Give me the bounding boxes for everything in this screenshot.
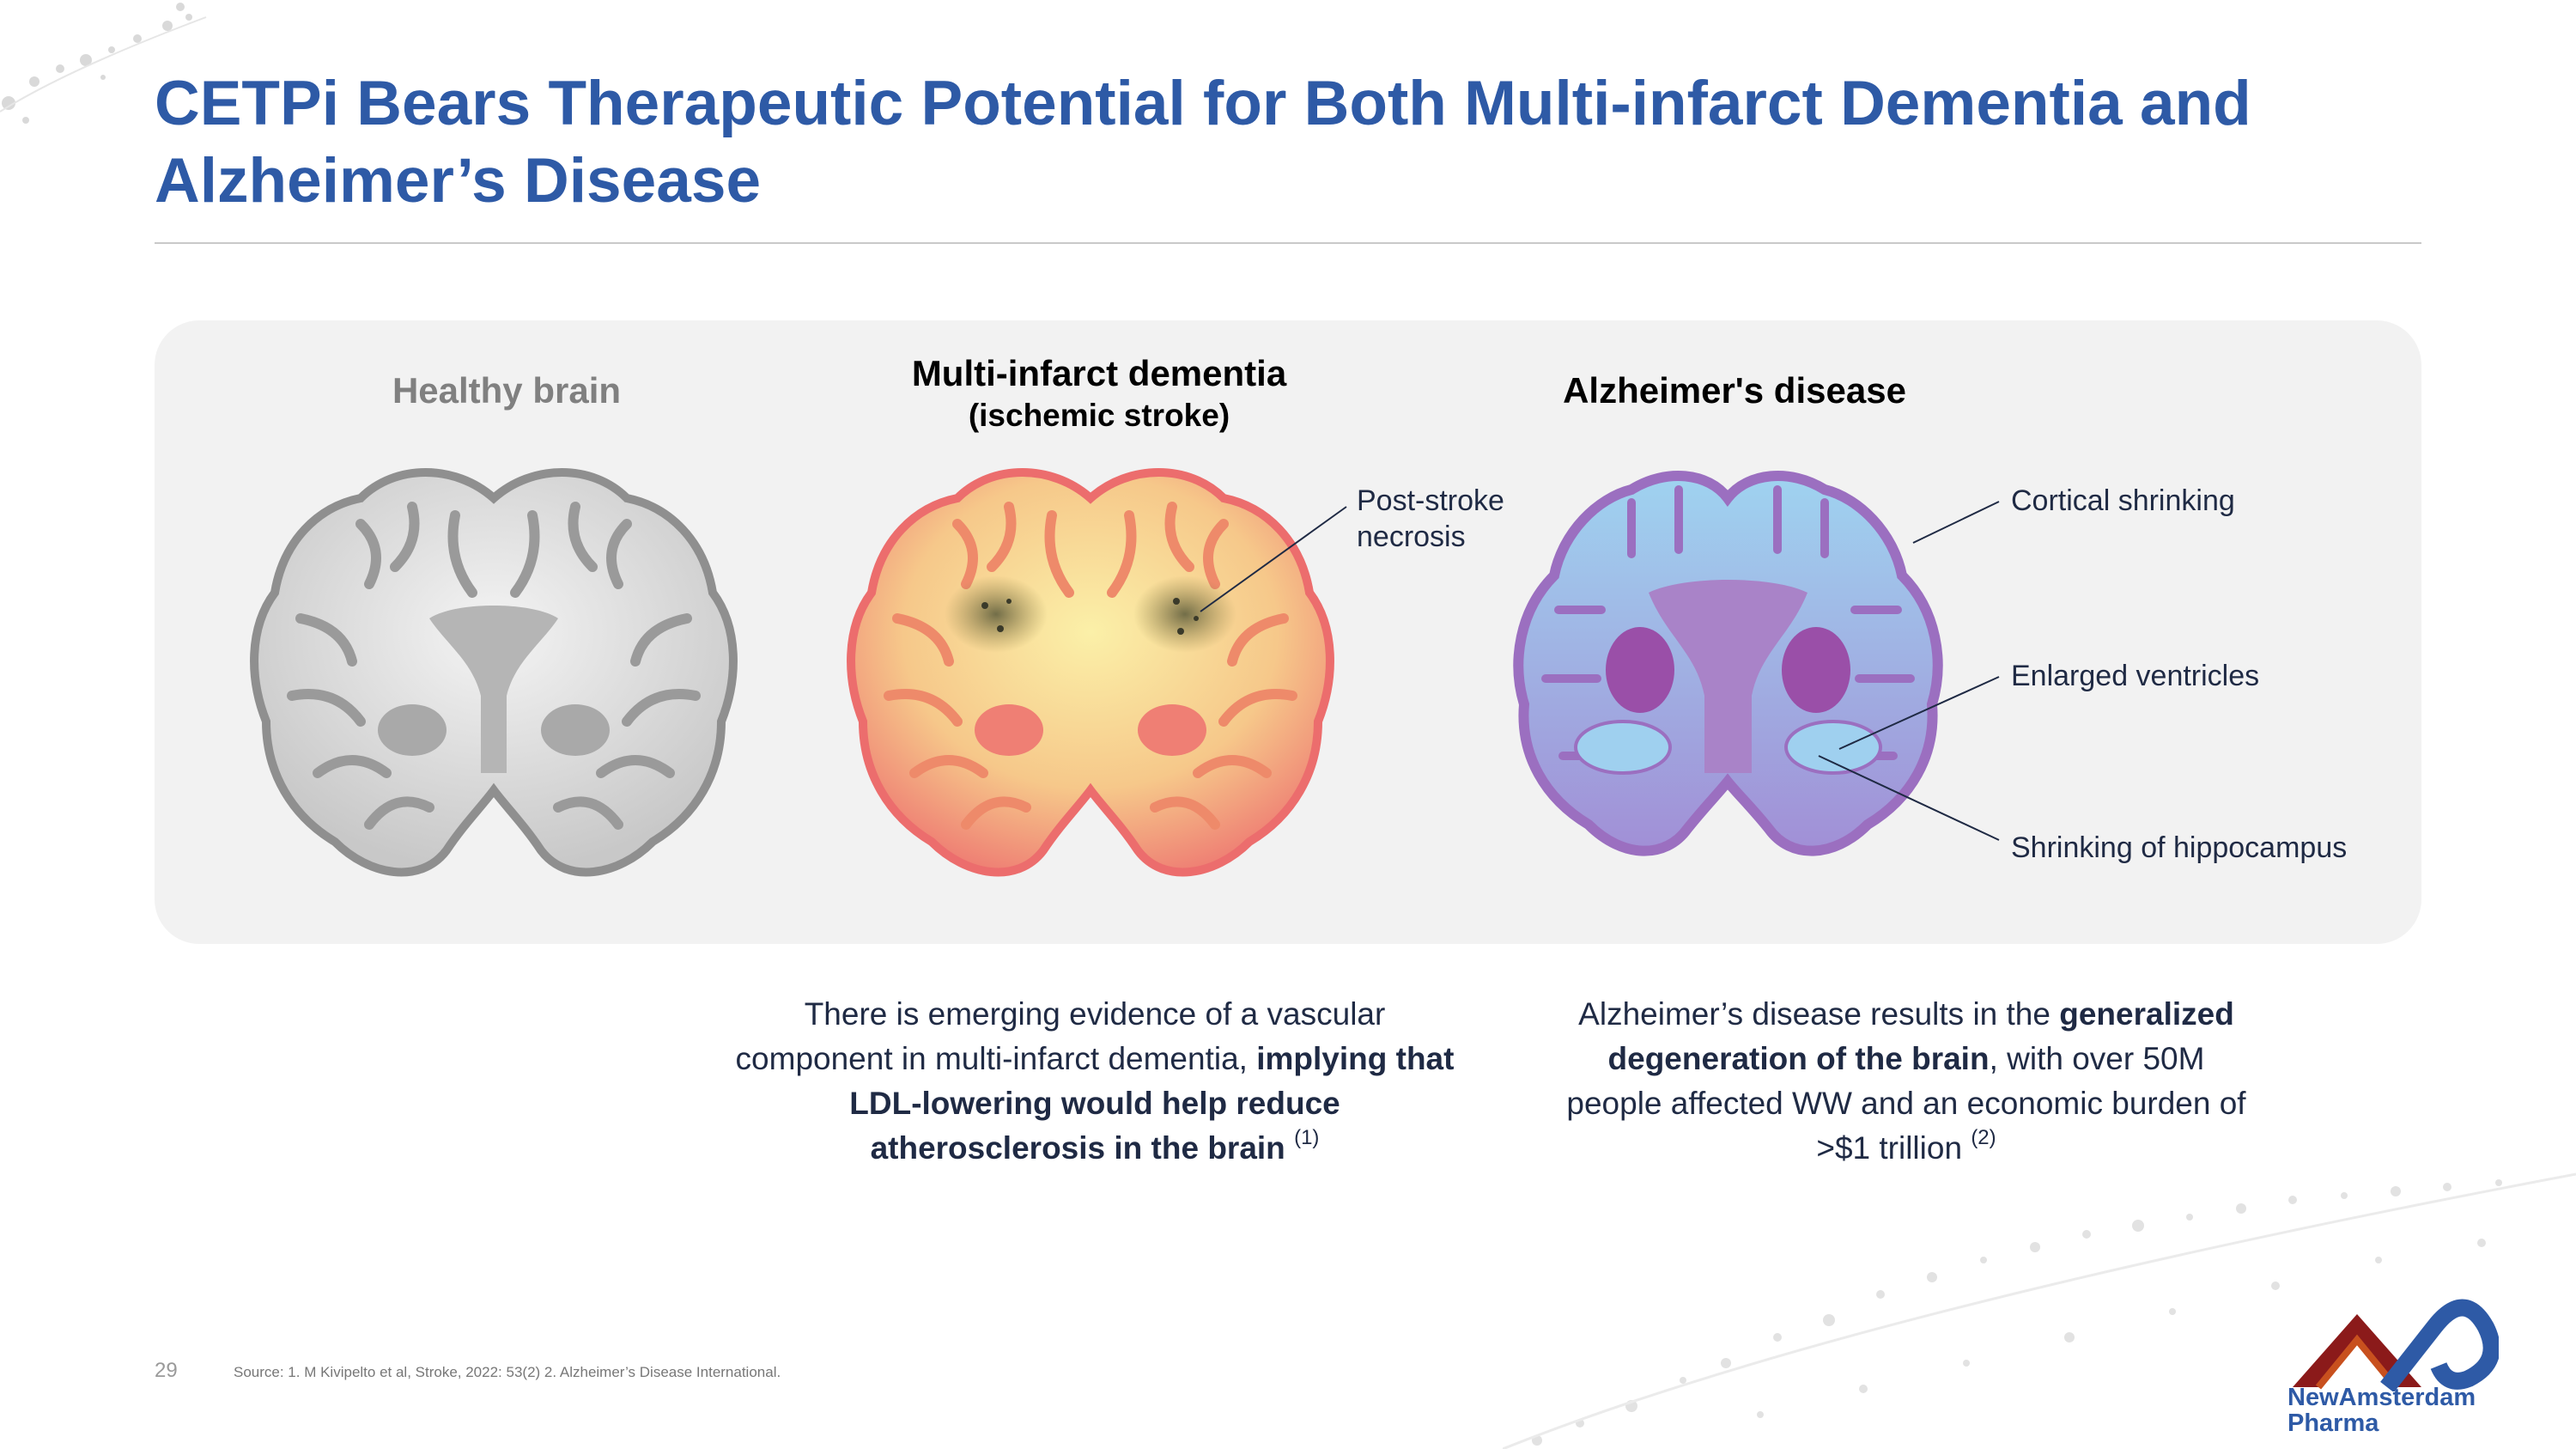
callout-cortical-shrinking: Cortical shrinking <box>2011 484 2235 517</box>
alzheimers-brain-illustration <box>1513 471 1943 856</box>
alzheimers-text-bold: generalized degeneration of the brain <box>1607 996 2234 1076</box>
company-logo: NewAmsterdam Pharma <box>2284 1280 2499 1443</box>
healthy-brain-illustration <box>250 468 738 877</box>
logo-text-line-2: Pharma <box>2287 1409 2379 1437</box>
label-multi-infarct-subtitle: (ischemic stroke) <box>968 398 1230 433</box>
reference-1: (1) <box>1294 1126 1320 1150</box>
callout-shrinking-hippocampus: Shrinking of hippocampus <box>2011 831 2348 864</box>
source-citation: Source: 1. M Kivipelto et al, Stroke, 20… <box>234 1364 781 1380</box>
multi-infarct-text-bold: implying that LDL-lowering would help re… <box>849 1041 1455 1166</box>
callout-post-stroke-necrosis: Post-stroke necrosis <box>1357 483 1546 555</box>
multi-infarct-brain-illustration <box>847 468 1334 877</box>
callout-necrosis-line-1: Post-stroke <box>1357 484 1504 517</box>
alzheimers-text-continued: , with over 50M people affected WW and a… <box>1566 1041 2246 1166</box>
logo-mountain-icon <box>2293 1299 2499 1391</box>
callout-necrosis-line-2: necrosis <box>1357 521 1466 553</box>
label-alzheimers: Alzheimer's disease <box>1563 370 1906 411</box>
page-number: 29 <box>155 1359 178 1382</box>
alzheimers-description: Alzheimer’s disease results in the gener… <box>1563 992 2250 1171</box>
label-multi-infarct: Multi-infarct dementia (ischemic stroke) <box>841 352 1357 436</box>
multi-infarct-description: There is emerging evidence of a vascular… <box>730 992 1460 1171</box>
multi-infarct-text: There is emerging evidence of a vascular… <box>735 996 1386 1076</box>
logo-wordmark: NewAmsterdam Pharma <box>2287 1385 2476 1436</box>
label-multi-infarct-title: Multi-infarct dementia <box>911 353 1287 393</box>
reference-2: (2) <box>1971 1126 1996 1150</box>
label-healthy-brain: Healthy brain <box>392 370 622 411</box>
logo-text-line-1: NewAmsterdam <box>2287 1384 2476 1411</box>
title-divider <box>155 242 2421 244</box>
alzheimers-text: Alzheimer’s disease results in the <box>1578 996 2060 1032</box>
callout-enlarged-ventricles: Enlarged ventricles <box>2011 660 2260 692</box>
page-title: CETPi Bears Therapeutic Potential for Bo… <box>155 69 2251 216</box>
